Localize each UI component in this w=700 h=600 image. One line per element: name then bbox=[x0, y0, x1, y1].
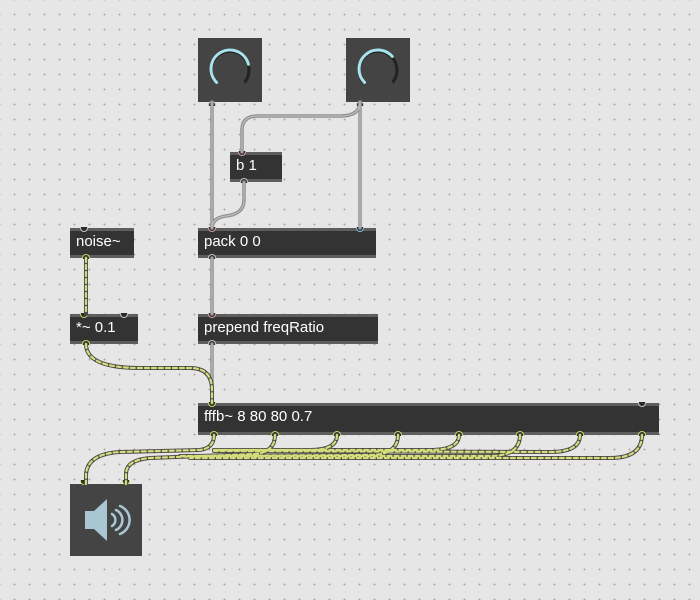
object-noise-inlet[interactable] bbox=[80, 227, 88, 232]
dial-left-outlet[interactable] bbox=[208, 101, 216, 106]
object-fffb-outlet-3[interactable] bbox=[333, 431, 341, 436]
audio-output-ezdac[interactable] bbox=[70, 480, 142, 556]
object-fffb-text: fffb~ 8 80 80 0.7 bbox=[204, 408, 313, 425]
object-pack[interactable]: pack 0 0 bbox=[198, 227, 376, 259]
object-pack-inlet-left[interactable] bbox=[208, 227, 216, 232]
object-mult-signal-text: *~ 0.1 bbox=[76, 319, 116, 336]
object-prepend[interactable]: prepend freqRatio bbox=[198, 313, 378, 345]
object-fffb-outlet-2[interactable] bbox=[271, 431, 279, 436]
object-noise[interactable]: noise~ bbox=[70, 227, 134, 259]
object-prepend-text: prepend freqRatio bbox=[204, 319, 325, 336]
object-mult-signal[interactable]: *~ 0.1 bbox=[70, 313, 138, 345]
object-fffb-outlet-6[interactable] bbox=[516, 431, 524, 436]
object-fffb-outlet-5[interactable] bbox=[455, 431, 463, 436]
object-b-1-outlet[interactable] bbox=[240, 178, 248, 183]
object-b-1-text: b 1 bbox=[236, 157, 257, 174]
dial-left[interactable] bbox=[198, 38, 262, 106]
object-noise-outlet[interactable] bbox=[82, 254, 90, 259]
object-fffb[interactable]: fffb~ 8 80 80 0.7 bbox=[198, 402, 659, 436]
object-fffb-outlet-8[interactable] bbox=[638, 431, 646, 436]
object-b-1-inlet[interactable] bbox=[238, 151, 246, 156]
object-prepend-inlet[interactable] bbox=[208, 313, 216, 318]
object-fffb-inlet-right[interactable] bbox=[638, 402, 646, 407]
object-fffb-outlet-7[interactable] bbox=[576, 431, 584, 436]
dial-left-knob[interactable] bbox=[198, 38, 262, 102]
object-pack-inlet-right[interactable] bbox=[356, 227, 364, 232]
object-b-1[interactable]: b 1 bbox=[230, 151, 282, 183]
object-mult-signal-inlet-left[interactable] bbox=[80, 313, 88, 318]
object-fffb-outlet-4[interactable] bbox=[394, 431, 402, 436]
object-noise-text: noise~ bbox=[76, 233, 121, 250]
object-pack-text: pack 0 0 bbox=[204, 233, 261, 250]
dial-right-knob[interactable] bbox=[346, 38, 410, 102]
speaker-icon[interactable] bbox=[70, 484, 142, 556]
object-mult-signal-outlet[interactable] bbox=[82, 340, 90, 345]
object-fffb-inlet-left[interactable] bbox=[208, 402, 216, 407]
dial-right-outlet[interactable] bbox=[356, 101, 364, 106]
object-pack-outlet[interactable] bbox=[208, 254, 216, 259]
object-mult-signal-inlet-right[interactable] bbox=[120, 313, 128, 318]
dial-right[interactable] bbox=[346, 38, 410, 106]
object-fffb-outlet-1[interactable] bbox=[210, 431, 218, 436]
object-prepend-outlet[interactable] bbox=[208, 340, 216, 345]
